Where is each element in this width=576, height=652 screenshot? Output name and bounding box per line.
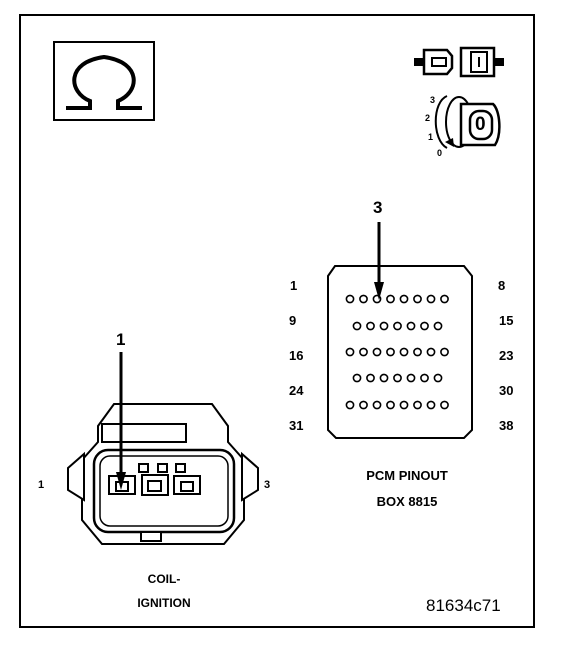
ignition-position-1: 1 [428,132,434,142]
pcm-caption-line2: BOX 8815 [376,494,438,509]
pcm-cavity [386,347,395,357]
pcm-cavity [399,400,409,410]
pcm-cavity [345,400,355,410]
pcm-cavity [433,321,443,331]
pcm-cavity [379,321,389,331]
pcm-cavity [393,321,402,331]
pcm-cavity [426,294,436,304]
pcm-pin-left-3: 16 [289,348,304,363]
coil-terminal-2 [138,463,169,496]
pcm-pin-right-5: 38 [499,418,514,433]
coil-callout-number: 1 [116,330,126,349]
figure-id: 81634c71 [426,596,501,615]
pcm-cavity [426,400,436,410]
pcm-cavity [372,400,382,410]
ignition-position-2: 2 [425,113,431,123]
pcm-pin-left-2: 9 [289,313,297,328]
pcm-cavity [399,347,409,357]
pcm-cavity [359,400,368,410]
pcm-cavity [379,373,389,383]
pcm-cavity [413,347,422,357]
pcm-pin-left-4: 24 [289,383,304,398]
pcm-cavity [372,347,382,357]
ignition-key-icon [434,95,501,149]
pcm-pin-right-2: 15 [499,313,514,328]
pcm-cavity [440,347,449,357]
pcm-cavity [359,347,368,357]
ohm-symbol-icon [53,41,155,121]
coil-caption-line2: IGNITION [137,596,191,610]
pcm-cavity [366,373,375,383]
pcm-cavity [426,347,436,357]
coil-caption-line1: COIL- [147,572,181,586]
pcm-pin-left-5: 31 [289,418,304,433]
pcm-cavity [393,373,402,383]
pcm-cavity [420,321,429,331]
pcm-pin-right-3: 23 [499,348,514,363]
pcm-cavity [345,294,355,304]
pcm-pin-right-1: 8 [498,278,506,293]
pcm-cavity [440,400,449,410]
ignition-position-3: 3 [430,95,436,105]
coil-pin-left: 1 [38,479,45,491]
pcm-cavity [386,400,395,410]
pcm-cavity [386,294,395,304]
pcm-callout-arrowhead [374,282,384,300]
coil-callout-arrowhead [116,472,126,490]
pcm-cavity [440,294,449,304]
ignition-key-label: 0 [475,114,486,135]
pcm-cavity [359,294,368,304]
pcm-cavity [352,321,362,331]
pcm-cavity [352,373,362,383]
coil-terminal-3 [173,463,201,495]
pcm-cavity [420,373,429,383]
pcm-cavity [413,294,422,304]
ignition-position-0: 0 [437,148,443,158]
disconnected-connector-icon [414,46,504,78]
pcm-pin-left-1: 1 [290,278,298,293]
pcm-caption-line1: PCM PINOUT [366,468,448,483]
pcm-cavity-grid [345,294,449,410]
pcm-cavity [413,400,422,410]
pcm-pin-right-4: 30 [499,383,514,398]
pcm-cavity [345,347,355,357]
pcm-callout-number: 3 [373,198,383,217]
pcm-cavity [406,373,416,383]
pcm-cavity [366,321,375,331]
coil-pin-right: 3 [264,479,271,491]
pcm-cavity [399,294,409,304]
diagram-frame [19,14,535,628]
pcm-cavity [433,373,443,383]
pcm-cavity [406,321,416,331]
